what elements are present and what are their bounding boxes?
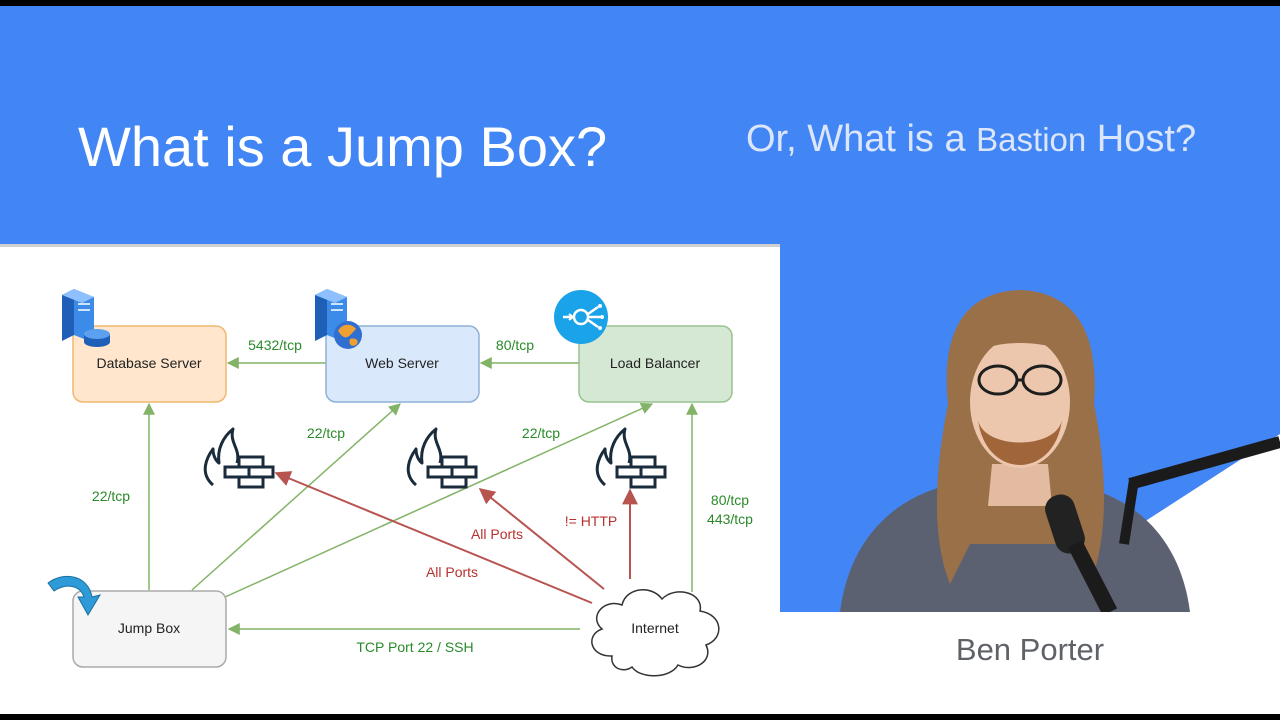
- label-internet-to-lb-80: 80/tcp: [711, 492, 749, 508]
- database-server-node: Database Server: [72, 325, 227, 403]
- load-balancer-label: Load Balancer: [610, 355, 701, 371]
- webcam-feed: [780, 244, 1280, 612]
- globe-icon: [334, 321, 362, 349]
- firewall-icon: [203, 427, 275, 489]
- label-internet-to-lb-443: 443/tcp: [707, 511, 753, 527]
- presenter-webcam: [780, 244, 1280, 612]
- label-jump-to-db: 22/tcp: [92, 488, 130, 504]
- label-internet-to-jump: TCP Port 22 / SSH: [356, 639, 473, 655]
- presenter-face: [970, 336, 1070, 468]
- glasses-icon: [977, 364, 1063, 396]
- database-server-label: Database Server: [96, 355, 201, 371]
- firewall-icon: [595, 427, 667, 489]
- microphone-icon: [1045, 436, 1280, 612]
- load-balancer-icon: [554, 290, 608, 344]
- label-blocked-db: All Ports: [426, 564, 478, 580]
- label-blocked-lb: != HTTP: [565, 513, 618, 529]
- load-balancer-node: Load Balancer: [578, 325, 733, 403]
- slide: What is a Jump Box? Or, What is a Bastio…: [0, 6, 1280, 714]
- diagram-canvas: Database Server Web Server Load Balancer…: [47, 289, 753, 677]
- subtitle-prefix: Or, What is a: [746, 118, 977, 160]
- presenter-hair-top: [964, 324, 1076, 364]
- internet-node: Internet: [591, 589, 720, 677]
- presenter-caption: Ben Porter: [780, 612, 1280, 714]
- label-jump-to-lb: 22/tcp: [522, 425, 560, 441]
- server-icon: [62, 289, 94, 343]
- slide-title: What is a Jump Box?: [78, 115, 608, 178]
- presenter-neck: [988, 464, 1052, 506]
- subtitle-bastion: Bastion: [976, 121, 1087, 158]
- label-web-to-db: 5432/tcp: [248, 337, 302, 353]
- slide-subtitle: Or, What is a Bastion Host?: [746, 118, 1196, 161]
- jump-box-label: Jump Box: [118, 620, 180, 636]
- web-server-node: Web Server: [325, 325, 480, 403]
- label-blocked-web: All Ports: [471, 526, 523, 542]
- title-banner: What is a Jump Box? Or, What is a Bastio…: [0, 6, 1280, 244]
- edge-blocked-db: [274, 471, 593, 604]
- edge-jump-to-lb: [224, 402, 654, 598]
- cloud-icon: [591, 589, 720, 677]
- subtitle-suffix: Host?: [1086, 118, 1197, 160]
- database-icon: [84, 329, 110, 347]
- rotate-arrow-icon: [47, 575, 102, 616]
- label-jump-to-web: 22/tcp: [307, 425, 345, 441]
- network-diagram: Database Server Web Server Load Balancer…: [0, 244, 780, 714]
- label-lb-to-web: 80/tcp: [496, 337, 534, 353]
- jump-box-node: Jump Box: [72, 590, 227, 668]
- firewall-icon: [406, 427, 478, 489]
- presenter-name: Ben Porter: [955, 632, 1105, 667]
- edge-jump-to-web: [191, 403, 401, 591]
- internet-label: Internet: [631, 620, 679, 636]
- web-server-label: Web Server: [365, 355, 439, 371]
- presenter-beard: [978, 420, 1062, 465]
- edge-blocked-web: [478, 487, 605, 590]
